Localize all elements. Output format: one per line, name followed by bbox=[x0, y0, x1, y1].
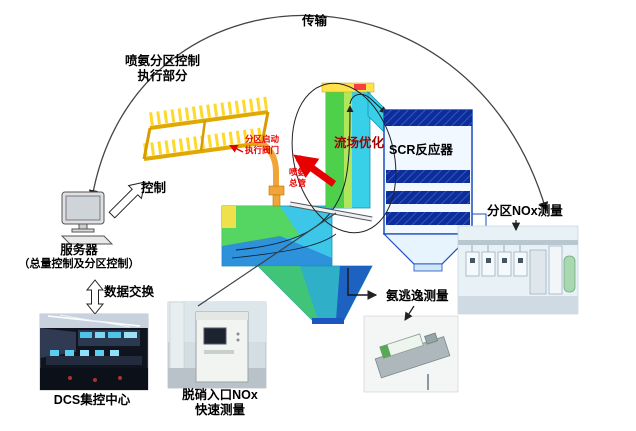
dcs-control-room-photo bbox=[39, 313, 149, 391]
probe-lance bbox=[289, 201, 373, 222]
streamlines bbox=[231, 93, 387, 259]
control-arrow bbox=[108, 181, 146, 219]
label-injection-control-line1: 喷氨分区控制 bbox=[124, 54, 200, 68]
zone-nox-analyzers-photo bbox=[457, 225, 579, 315]
label-server-line1: 服务器 bbox=[60, 243, 98, 257]
inlet-probe-line bbox=[197, 212, 337, 307]
label-inlet-nox-line2: 快速测量 bbox=[194, 403, 245, 417]
valve-note-pointer-arrow bbox=[229, 145, 244, 153]
scr-reactor-illustration bbox=[382, 109, 487, 272]
label-inlet-nox: 脱硝入口NOx 快速测量 bbox=[166, 388, 274, 418]
label-injection-control: 喷氨分区控制 执行部分 bbox=[105, 54, 220, 84]
label-data-exchange: 数据交换 bbox=[104, 285, 155, 299]
inlet-nox-analyzer-photo bbox=[167, 301, 267, 389]
slip-device-arrow bbox=[404, 305, 415, 321]
label-valve-note-line1: 分区启动 bbox=[245, 134, 280, 144]
label-zone-nox: 分区NOx测量 bbox=[487, 204, 563, 218]
label-scr-reactor: SCR反应器 bbox=[389, 143, 453, 157]
label-transmission: 传输 bbox=[302, 14, 328, 28]
label-dcs-center: DCS集控中心 bbox=[53, 393, 131, 407]
label-ammonia-header-line1: 喷氨 bbox=[289, 167, 307, 177]
label-ammonia-header-line2: 总管 bbox=[289, 177, 307, 188]
label-control: 控制 bbox=[141, 181, 167, 195]
label-inlet-nox-line1: 脱硝入口NOx bbox=[182, 388, 258, 402]
label-injection-control-line2: 执行部分 bbox=[137, 69, 188, 83]
label-valve-note: 分区启动 执行阀门 bbox=[245, 134, 279, 155]
ammonia-injection-grid-illustration bbox=[142, 96, 285, 207]
flow-optimization-arrow bbox=[293, 154, 337, 187]
label-server-line2: （总量控制及分区控制） bbox=[18, 258, 140, 270]
label-ammonia-header: 喷氨 总管 bbox=[289, 167, 306, 188]
ammonia-slip-arrow bbox=[347, 268, 378, 300]
label-flow-optimization: 流场优化 bbox=[334, 136, 385, 150]
ammonia-slip-analyzer-photo bbox=[363, 315, 459, 393]
label-ammonia-slip: 氨逃逸测量 bbox=[386, 289, 449, 303]
data-exchange-arrow bbox=[85, 279, 105, 315]
label-server: 服务器 （总量控制及分区控制） bbox=[0, 243, 158, 271]
server-computer-illustration bbox=[60, 191, 114, 245]
cfd-flow-field-illustration bbox=[221, 82, 387, 324]
transmission-arc-arrow bbox=[88, 14, 549, 212]
label-valve-note-line2: 执行阀门 bbox=[245, 144, 280, 155]
